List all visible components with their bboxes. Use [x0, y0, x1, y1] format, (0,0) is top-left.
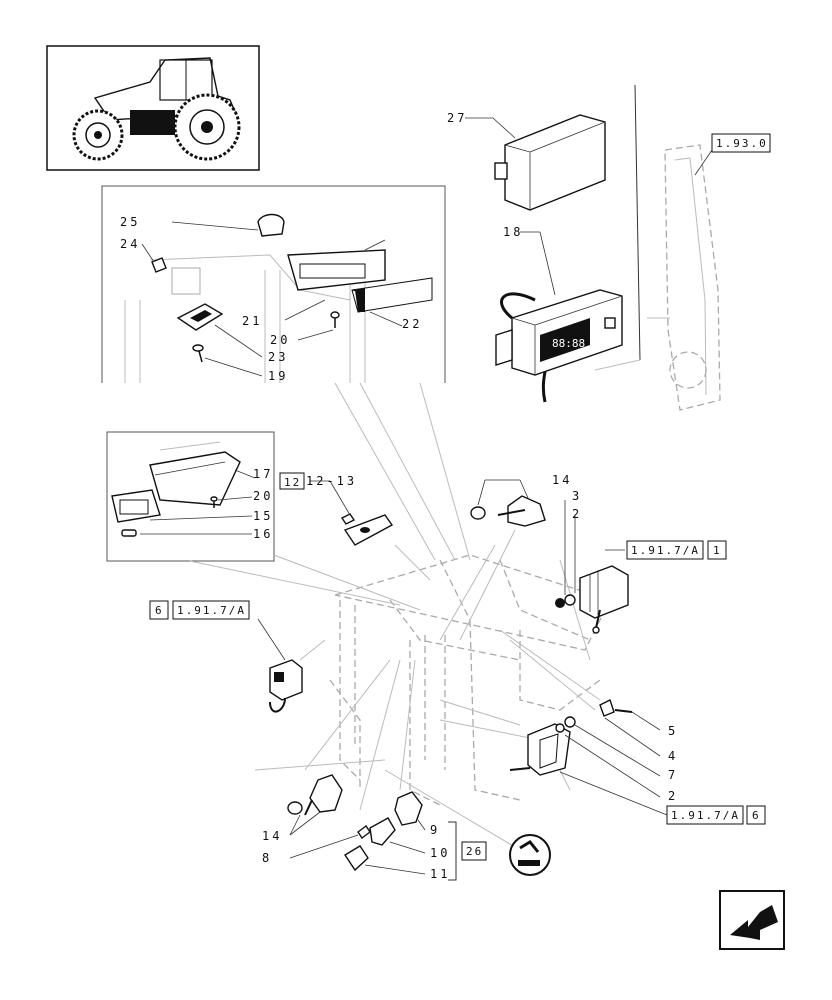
cab-detail-frame — [101, 185, 446, 383]
part-20-screw-lower — [210, 496, 253, 508]
part-9-socket — [394, 791, 426, 831]
callout-18: 18 — [503, 225, 523, 239]
callout-20-lower: 20 — [253, 489, 273, 503]
part-18-hour-meter — [495, 231, 623, 403]
callout-10: 10 — [430, 846, 450, 860]
callout-24: 24 — [120, 237, 140, 251]
callout-11: 11 — [430, 867, 450, 881]
ref-1-91-7-a-bottom-idx: 6 — [752, 809, 761, 822]
part-21-bracket — [284, 239, 386, 321]
part-14-switch-upper — [470, 479, 546, 527]
part-work-lamp-bottom — [509, 716, 661, 798]
ref-1-91-7-a-left-label: 1.91.7/A — [177, 604, 246, 617]
callout-16: 16 — [253, 527, 273, 541]
ref-12: 12 — [284, 476, 301, 489]
part-16-bulb — [121, 529, 252, 537]
callout-2-upper: 2 — [572, 507, 582, 521]
callout-7: 7 — [668, 768, 678, 782]
part-5-4-bolt-bracket — [599, 699, 661, 757]
callout-14-upper: 14 — [552, 473, 572, 487]
part-13-lamp — [279, 472, 394, 546]
callout-3: 3 — [572, 489, 582, 503]
callout-8: 8 — [262, 851, 272, 865]
callout-25: 25 — [120, 215, 140, 229]
callout-19: 19 — [268, 369, 288, 383]
part-22-lens — [351, 277, 433, 327]
callout-4: 4 — [668, 749, 678, 763]
part-marker-lamp-left — [257, 618, 303, 713]
part-17-housing — [149, 441, 256, 506]
part-15-lamp-frame — [111, 489, 253, 523]
hour-meter-display: 88:88 — [552, 337, 585, 350]
ref-1-93-0-label: 1.93.0 — [716, 137, 768, 150]
ref-1-91-7-a-left-idx: 6 — [155, 604, 164, 617]
part-14-switch-lower — [287, 774, 343, 836]
ref-1-91-7-a-right — [626, 540, 727, 560]
next-page-arrow-icon[interactable] — [719, 890, 785, 950]
callout-27: 27 — [447, 111, 467, 125]
part-11-connector — [344, 845, 426, 875]
ref-1-91-7-a-left — [149, 600, 250, 620]
callout-2-lower: 2 — [668, 789, 678, 803]
part-19-screw — [192, 344, 263, 377]
part-25-cap — [171, 213, 285, 237]
ref-26: 26 — [466, 845, 483, 858]
callout-12-13: 12-13 — [306, 474, 357, 488]
part-24-clip — [141, 243, 167, 273]
no-smoking-symbol-icon — [509, 834, 551, 876]
callout-21: 21 — [242, 314, 262, 328]
tractor-thumbnail-icon — [46, 45, 260, 171]
callout-17: 17 — [253, 467, 273, 481]
ref-1-91-7-a-right-label: 1.91.7/A — [631, 544, 700, 557]
callout-9: 9 — [430, 823, 440, 837]
callout-5: 5 — [668, 724, 678, 738]
callout-14-lower: 14 — [262, 829, 282, 843]
part-20-screw-upper — [297, 311, 340, 341]
group-26-bracket — [448, 821, 487, 881]
ref-1-91-7-a-bottom — [559, 771, 766, 825]
callout-15: 15 — [253, 509, 273, 523]
callout-22: 22 — [402, 317, 422, 331]
ghost-cab-outline — [329, 144, 721, 806]
part-3-2-nut-washer — [555, 500, 576, 608]
ref-1-93-0 — [694, 133, 771, 176]
part-27-cover — [465, 114, 606, 211]
part-10-holder — [369, 817, 426, 854]
ref-1-91-7-a-bottom-label: 1.91.7/A — [671, 809, 740, 822]
callout-23: 23 — [268, 350, 288, 364]
part-marker-lamp-right — [579, 549, 629, 634]
part-23-gasket — [176, 303, 263, 358]
callout-20-upper: 20 — [270, 333, 290, 347]
ref-1-91-7-a-right-idx: 1 — [713, 544, 722, 557]
